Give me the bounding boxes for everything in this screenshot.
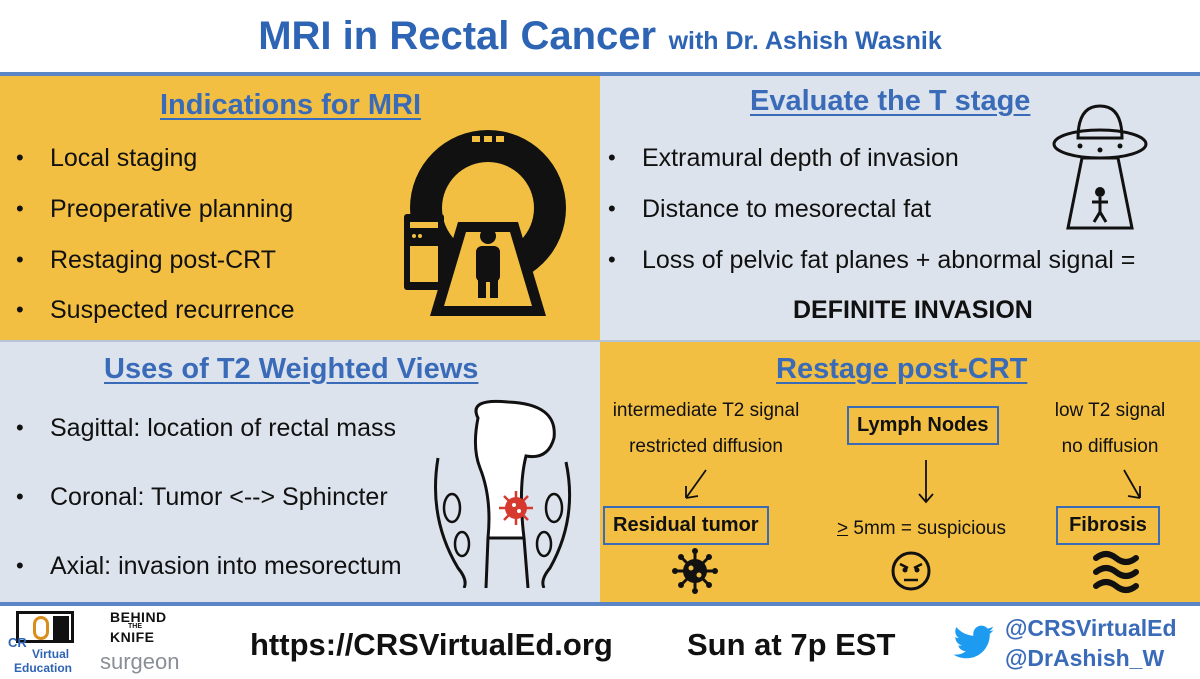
list-item: Local staging — [16, 144, 197, 173]
footer: CR Virtual Education BEHIND THE KNIFE su… — [0, 607, 1200, 679]
title-presenter: with Dr. Ashish Wasnik — [668, 27, 942, 55]
middle-divider — [0, 340, 1200, 342]
title-main: MRI in Rectal Cancer — [258, 14, 657, 58]
residual-tumor-box: Residual tumor — [603, 506, 769, 545]
lymph-nodes-box: Lymph Nodes — [847, 406, 999, 445]
top-divider — [0, 72, 1200, 76]
schedule-text: Sun at 7p EST — [687, 627, 896, 662]
t-stage-conclusion: DEFINITE INVASION — [793, 296, 1033, 324]
page-title: MRI in Rectal Cancer with Dr. Ashish Was… — [0, 14, 1200, 59]
list-item: Distance to mesorectal fat — [608, 195, 931, 224]
t-stage-title: Evaluate the T stage — [750, 85, 1031, 117]
restage-panel: Restage post-CRT intermediate T2 signal … — [600, 342, 1200, 604]
angry-face-icon — [891, 551, 931, 591]
bottom-divider — [0, 602, 1200, 606]
t2-views-panel: Uses of T2 Weighted Views Sagittal: loca… — [0, 342, 600, 604]
list-item: Axial: invasion into mesorectum — [16, 552, 402, 581]
restage-title: Restage post-CRT — [776, 353, 1028, 385]
fibrosis-caption-2: no diffusion — [1061, 436, 1159, 457]
indications-panel: Indications for MRI Local staging Preope… — [0, 76, 600, 340]
waves-icon — [1093, 551, 1139, 593]
twitter-bird-icon — [953, 625, 995, 659]
crs-logo-education: Education — [14, 661, 73, 675]
ufo-abduction-icon — [1052, 104, 1148, 230]
residual-caption-1: intermediate T2 signal — [612, 400, 800, 421]
header: MRI in Rectal Cancer with Dr. Ashish Was… — [0, 0, 1200, 72]
btk-behind: BEHIND — [110, 609, 167, 625]
behind-the-knife-logo: BEHIND THE KNIFE surgeon — [100, 609, 190, 675]
website-url[interactable]: https://CRSVirtualEd.org — [250, 627, 613, 662]
t2-views-title: Uses of T2 Weighted Views — [104, 353, 479, 385]
surgeon-logo: surgeon — [100, 649, 180, 674]
lymph-size-caption: > 5mm = suspicious — [837, 518, 1006, 540]
virus-icon — [672, 548, 718, 594]
list-item: Restaging post-CRT — [16, 246, 276, 275]
crs-virtual-logo: CR Virtual Education — [8, 611, 82, 675]
arrow-down-icon — [918, 460, 934, 504]
indications-title: Indications for MRI — [160, 89, 421, 121]
fibrosis-box: Fibrosis — [1056, 506, 1160, 545]
fibrosis-caption-1: low T2 signal — [1054, 400, 1166, 421]
list-item: Suspected recurrence — [16, 296, 295, 325]
btk-the: THE — [128, 623, 142, 630]
lymph-size-text: 5mm = suspicious — [848, 518, 1006, 539]
twitter-handle-drashish[interactable]: @DrAshish_W — [1005, 645, 1165, 671]
list-item: Extramural depth of invasion — [608, 144, 959, 173]
residual-caption-2: restricted diffusion — [629, 436, 783, 457]
list-item: Preoperative planning — [16, 195, 293, 224]
rectum-tumor-icon — [434, 399, 572, 588]
list-item: Loss of pelvic fat planes + abnormal sig… — [608, 246, 1135, 275]
btk-knife: KNIFE — [110, 629, 155, 645]
crs-logo-cr: CR — [8, 635, 27, 650]
crs-logo-colon — [33, 616, 49, 640]
crs-logo-panel — [53, 616, 69, 640]
twitter-handle-crs[interactable]: @CRSVirtualEd — [1005, 615, 1177, 641]
arrow-down-right-icon — [1123, 469, 1141, 499]
crs-logo-virtual: Virtual — [32, 647, 70, 661]
crs-logo-frame — [16, 611, 74, 643]
mri-scanner-icon — [404, 130, 566, 316]
t-stage-panel: Evaluate the T stage Extramural depth of… — [600, 76, 1200, 340]
list-item: Sagittal: location of rectal mass — [16, 414, 396, 443]
list-item: Coronal: Tumor <--> Sphincter — [16, 483, 388, 512]
arrow-down-left-icon — [685, 469, 707, 499]
ge-symbol: > — [837, 518, 849, 539]
